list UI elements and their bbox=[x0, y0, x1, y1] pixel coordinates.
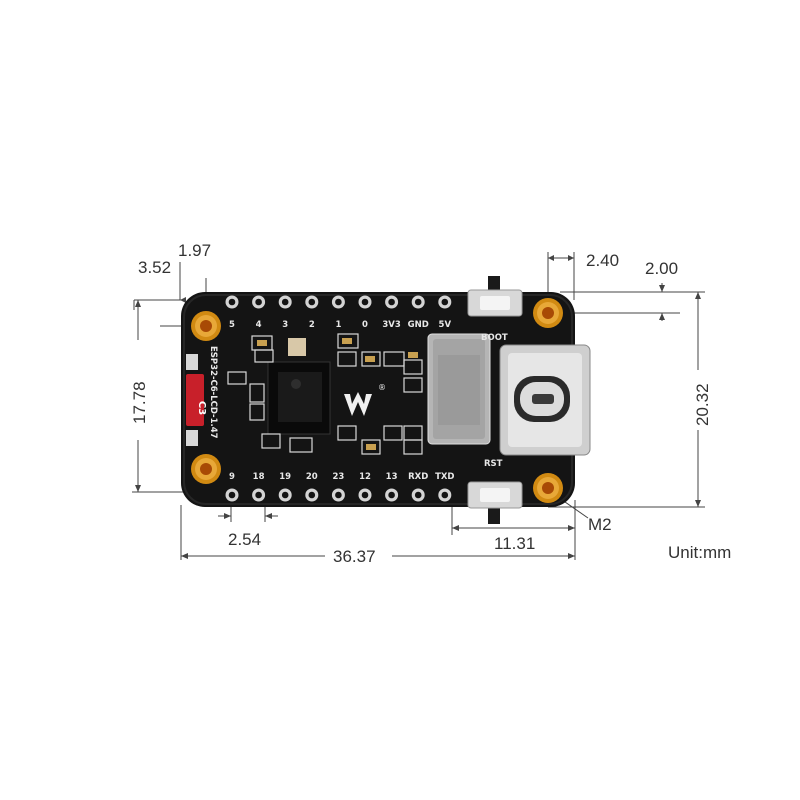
header-pin-hole bbox=[414, 298, 422, 306]
chip-badge-icon bbox=[186, 374, 204, 426]
mounting-hole-center bbox=[200, 463, 212, 475]
header-pin-hole bbox=[388, 491, 395, 499]
pin-label: 4 bbox=[256, 320, 262, 330]
header-pin-hole bbox=[361, 298, 369, 306]
pin-label: GND bbox=[408, 320, 429, 330]
header-pin-hole bbox=[335, 491, 342, 499]
mounting-hole-center bbox=[542, 307, 554, 319]
pin-label: 3 bbox=[282, 320, 288, 330]
dim-right-hole-x: 2.40 bbox=[586, 251, 619, 270]
dim-right-hole-span: 11.31 bbox=[494, 534, 535, 553]
pin-label: 2 bbox=[309, 320, 315, 330]
chip-badge-label: C3 bbox=[196, 401, 207, 415]
mounting-hole-center bbox=[200, 320, 212, 332]
header-pin-hole bbox=[441, 491, 449, 499]
header-pin-hole bbox=[441, 298, 449, 306]
dim-mount-hole: M2 bbox=[588, 515, 612, 534]
header-pin-hole bbox=[414, 491, 422, 499]
header-pin-hole bbox=[255, 298, 262, 306]
top-pin-header: 5 4 3 2 1 0 3V3 GND 5V bbox=[225, 295, 452, 330]
header-pin-hole bbox=[308, 298, 316, 306]
pin-label: 23 bbox=[332, 472, 344, 482]
pin-label: TXD bbox=[435, 472, 454, 482]
pin-label: 18 bbox=[253, 472, 265, 482]
boot-label: BOOT bbox=[481, 333, 508, 343]
component-silkscreen bbox=[227, 333, 423, 455]
pin-label: 5 bbox=[229, 320, 235, 330]
header-pin-hole bbox=[308, 491, 316, 499]
smd-parts bbox=[257, 338, 418, 450]
pin-label: 5V bbox=[439, 320, 452, 330]
header-pin-hole bbox=[281, 298, 289, 306]
pcb-board: ® C3 ESP32-C6-LCD-1.47 BOOT RST 5 4 3 2 1 0 3V… bbox=[181, 276, 591, 524]
pin-label: 20 bbox=[306, 472, 318, 482]
waveshare-logo-icon: ® bbox=[344, 383, 386, 416]
boot-button[interactable] bbox=[467, 276, 523, 317]
header-pin-hole bbox=[335, 298, 342, 306]
pin-label: 13 bbox=[386, 472, 398, 482]
header-pin-hole bbox=[255, 491, 262, 499]
bottom-pin-header: 9 18 19 20 23 12 13 RXD TXD bbox=[225, 472, 455, 502]
dim-board-width: 36.37 bbox=[333, 547, 376, 566]
header-pin-hole bbox=[228, 298, 236, 306]
dim-hole-offset-y: 3.52 bbox=[138, 258, 171, 277]
pin-label: 9 bbox=[229, 472, 235, 482]
header-pin-hole bbox=[228, 491, 236, 499]
pin-label: 19 bbox=[279, 472, 291, 482]
dim-pin-pitch: 2.54 bbox=[228, 530, 261, 549]
reset-button[interactable] bbox=[467, 481, 523, 524]
esp32-chip bbox=[267, 361, 331, 435]
header-pin-hole bbox=[361, 491, 369, 499]
pin-label: 1 bbox=[335, 320, 341, 330]
mounting-hole-center bbox=[542, 482, 554, 494]
unit-label: Unit:mm bbox=[668, 543, 732, 562]
reset-label: RST bbox=[484, 459, 503, 469]
pin-label: RXD bbox=[408, 472, 428, 482]
pin-label: 3V3 bbox=[382, 320, 400, 330]
header-pin-hole bbox=[281, 491, 289, 499]
pin-label: 0 bbox=[362, 320, 368, 330]
dim-right-hole-y: 2.00 bbox=[645, 259, 678, 278]
crystal bbox=[288, 338, 306, 356]
dim-hole-offset-x: 1.97 bbox=[178, 241, 211, 260]
dim-hole-pitch-left: 17.78 bbox=[130, 381, 149, 424]
dim-board-height: 20.32 bbox=[693, 383, 712, 426]
usb-c-connector bbox=[499, 344, 591, 456]
board-name-label: ESP32-C6-LCD-1.47 bbox=[208, 346, 218, 439]
logo-trademark: ® bbox=[378, 383, 386, 392]
pin-label: 12 bbox=[359, 472, 371, 482]
mounting-holes bbox=[191, 298, 563, 503]
header-pin-hole bbox=[388, 298, 395, 306]
